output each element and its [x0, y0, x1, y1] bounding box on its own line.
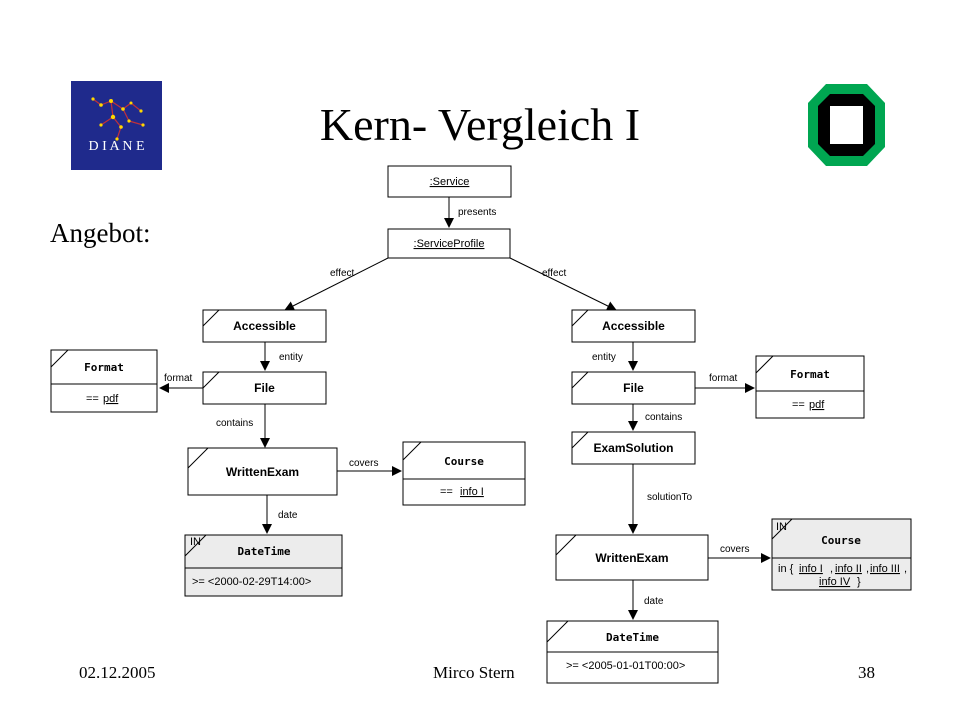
slide-title: Kern- Vergleich I: [319, 99, 641, 150]
node-course-right-label: Course: [821, 534, 861, 547]
edge-label-date-left: date: [278, 510, 298, 521]
node-accessible-right-label: Accessible: [602, 319, 665, 333]
node-written-exam-right[interactable]: WrittenExam: [555, 534, 709, 581]
node-format-left-label: Format: [84, 361, 124, 374]
node-exam-solution-right[interactable]: ExamSolution: [571, 431, 696, 465]
edge-label-entity-left: entity: [279, 352, 303, 363]
node-format-right-label: Format: [790, 368, 830, 381]
footer-author: Mirco Stern: [433, 663, 515, 682]
node-course-right-comma-2: ,: [866, 563, 869, 575]
diane-logo-text: D I A N E: [89, 139, 145, 154]
node-course-right-attr-v2: info II: [835, 563, 862, 575]
node-course-right-tag: IN: [776, 521, 787, 533]
footer-page-number: 38: [858, 663, 875, 682]
node-service[interactable]: :Service: [387, 165, 512, 198]
slide-subtitle: Angebot:: [50, 218, 151, 248]
diane-constellation-logo: D I A N E: [71, 81, 162, 170]
node-service-profile[interactable]: :ServiceProfile: [387, 228, 511, 259]
node-datetime-right[interactable]: DateTime >= <2005-01-01T00:00>: [546, 620, 719, 684]
node-course-right-attr-prefix: in {: [778, 563, 794, 575]
edge-effect-left: [284, 257, 389, 311]
node-accessible-right[interactable]: Accessible: [571, 309, 696, 343]
edge-label-contains-right: contains: [645, 412, 682, 423]
node-course-right-comma-1: ,: [830, 563, 833, 575]
edge-label-entity-right: entity: [592, 352, 616, 363]
edge-label-covers-right: covers: [720, 544, 749, 555]
edge-label-date-right: date: [644, 596, 664, 607]
node-service-label: :Service: [430, 176, 470, 188]
node-course-right-attr-v4: info IV: [819, 576, 851, 588]
node-written-exam-right-label: WrittenExam: [595, 551, 668, 565]
edge-label-solutionTo: solutionTo: [647, 492, 692, 503]
edge-effect-right: [509, 257, 617, 311]
node-datetime-left-attr: >= <2000-02-29T14:00>: [192, 576, 311, 588]
node-datetime-right-label: DateTime: [606, 631, 659, 644]
node-course-right[interactable]: IN Course in { info I , info II , info I…: [771, 518, 912, 591]
node-accessible-left-label: Accessible: [233, 319, 296, 333]
node-format-left-attr-value: pdf: [103, 393, 119, 405]
edge-label-covers-left: covers: [349, 458, 378, 469]
edge-label-presents: presents: [458, 207, 496, 218]
node-format-left-attr-op: ==: [86, 393, 99, 405]
node-datetime-left-label: DateTime: [238, 545, 291, 558]
node-file-right-label: File: [623, 381, 644, 395]
footer-date: 02.12.2005: [79, 663, 156, 682]
node-course-left[interactable]: Course == info I: [402, 441, 526, 506]
kit-square-logo: [808, 84, 885, 166]
node-course-right-attr-suffix: }: [857, 576, 861, 588]
node-service-profile-label: :ServiceProfile: [414, 238, 485, 250]
node-written-exam-left-label: WrittenExam: [226, 465, 299, 479]
edge-label-format-left: format: [164, 373, 193, 384]
node-course-left-attr-value: info I: [460, 486, 484, 498]
node-format-right-attr-op: ==: [792, 399, 805, 411]
node-course-left-label: Course: [444, 455, 484, 468]
node-course-left-attr-op: ==: [440, 486, 453, 498]
node-datetime-left[interactable]: IN DateTime >= <2000-02-29T14:00>: [184, 534, 343, 597]
node-datetime-left-tag: IN: [190, 536, 201, 548]
node-course-right-attr-v1: info I: [799, 563, 823, 575]
node-format-right[interactable]: Format == pdf: [755, 355, 865, 419]
node-file-left[interactable]: File: [202, 371, 327, 405]
node-datetime-right-attr: >= <2005-01-01T00:00>: [566, 660, 685, 672]
edge-label-effect-right: effect: [542, 268, 566, 279]
edge-label-effect-left: effect: [330, 268, 354, 279]
node-accessible-left[interactable]: Accessible: [202, 309, 327, 343]
node-course-right-comma-3: ,: [904, 563, 907, 575]
node-written-exam-left[interactable]: WrittenExam: [187, 447, 338, 496]
node-format-right-attr-value: pdf: [809, 399, 825, 411]
node-file-right[interactable]: File: [571, 371, 696, 405]
node-file-left-label: File: [254, 381, 275, 395]
node-course-right-attr-v3: info III: [870, 563, 900, 575]
node-format-left[interactable]: Format == pdf: [50, 349, 158, 413]
edge-label-contains-left: contains: [216, 418, 253, 429]
edge-label-format-right: format: [709, 373, 738, 384]
node-exam-solution-right-label: ExamSolution: [593, 441, 673, 455]
